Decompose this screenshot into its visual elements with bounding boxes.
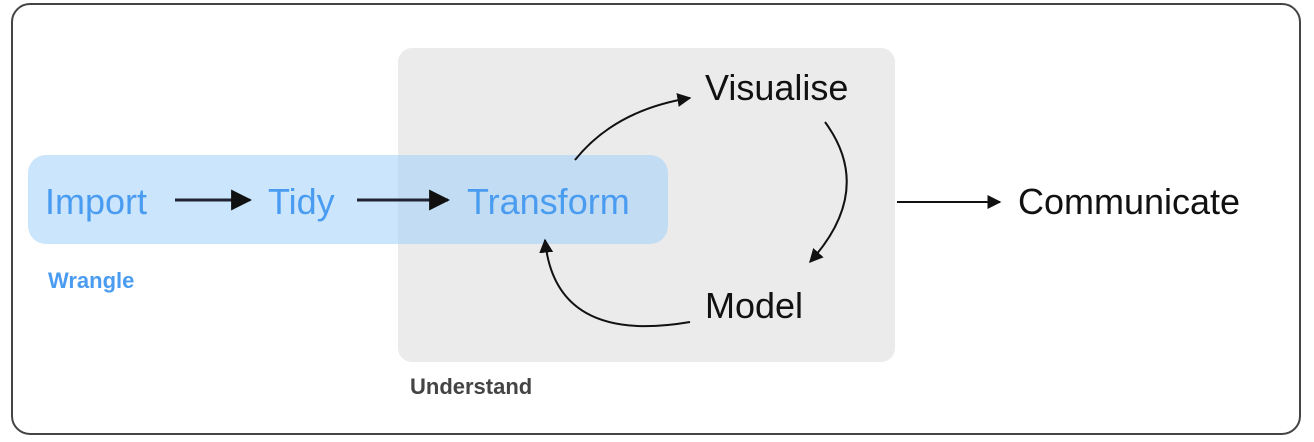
node-import: Import [45, 181, 147, 222]
arrow-visualise-model [809, 121, 848, 264]
group-label-wrangle: Wrangle [48, 268, 134, 293]
node-model: Model [705, 285, 803, 326]
wrangle-box [28, 155, 668, 244]
group-label-understand: Understand [410, 374, 532, 399]
node-tidy: Tidy [268, 181, 335, 222]
arrow-transform-visualise [574, 93, 692, 161]
node-transform: Transform [467, 181, 630, 222]
node-visualise: Visualise [705, 67, 848, 108]
node-communicate: Communicate [1018, 181, 1240, 222]
arrow-model-transform [539, 238, 691, 328]
